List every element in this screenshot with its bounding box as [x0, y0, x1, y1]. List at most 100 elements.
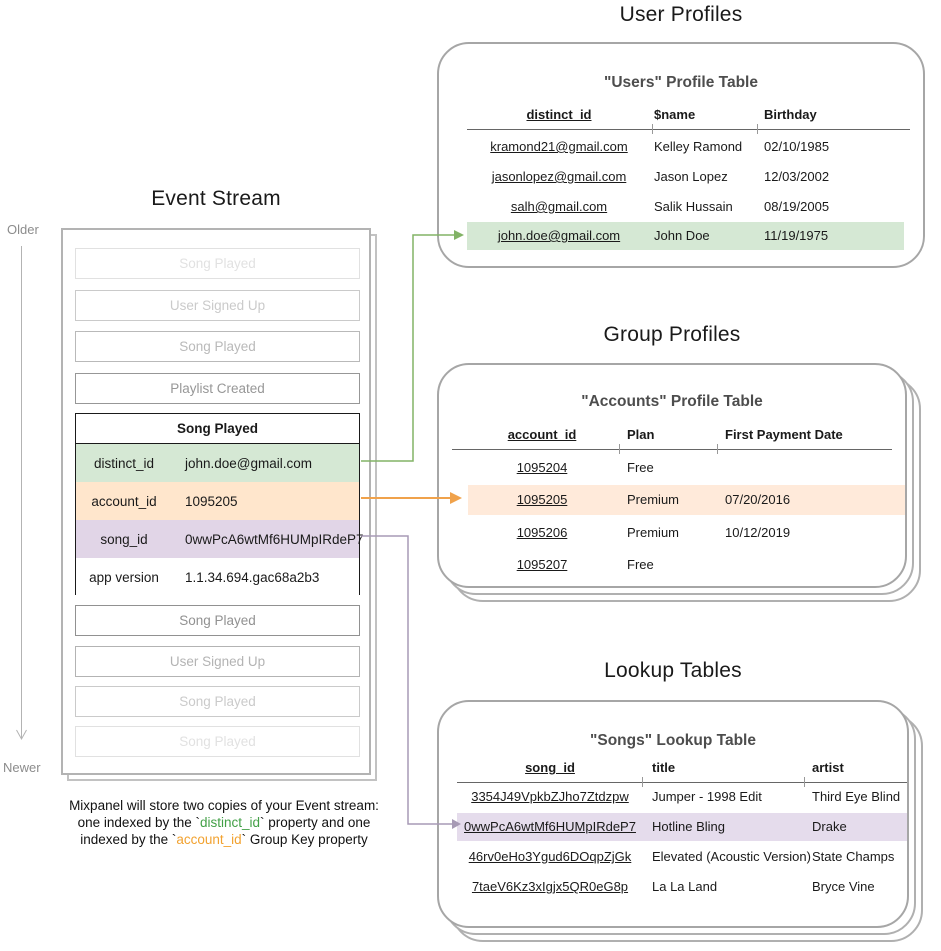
table-cell: 3354J49VpkbZJho7Ztdzpw [471, 789, 629, 804]
event-box: Song Played [75, 331, 360, 362]
event-label: Song Played [179, 613, 256, 628]
column-divider-tick [804, 777, 805, 787]
column-header-distinct-id: distinct_id [526, 107, 592, 122]
table-cell: jasonlopez@gmail.com [491, 169, 627, 184]
event-box: Song Played [75, 726, 360, 757]
column-header-first-payment-date: First Payment Date [725, 427, 843, 442]
event-property-row: app version 1.1.34.694.gac68a2b3 [76, 558, 359, 596]
table-cell: 0wwPcA6wtMf6HUMpIRdeP7 [464, 819, 636, 834]
column-divider-tick [652, 124, 653, 134]
table-cell: 11/19/1975 [764, 228, 829, 243]
table-cell: 1095206 [516, 525, 568, 540]
table-row: 1095207 Free [439, 551, 905, 579]
event-property-row: account_id 1095205 [76, 482, 359, 520]
user-profiles-title: User Profiles [619, 3, 743, 26]
accounts-table-title: "Accounts" Profile Table [581, 393, 763, 410]
property-key: distinct_id [93, 455, 155, 471]
table-row: kramond21@gmail.com Kelley Ramond 02/10/… [439, 133, 923, 161]
table-cell: Free [627, 557, 654, 572]
caption-line-1: Mixpanel will store two copies of your E… [69, 798, 379, 813]
table-cell: Premium [627, 492, 680, 507]
property-key: app version [89, 569, 159, 585]
timeline-arrowhead-icon [16, 729, 27, 741]
table-cell: Free [627, 460, 654, 475]
event-box: User Signed Up [75, 646, 360, 677]
property-value: john.doe@gmail.com [185, 455, 313, 471]
event-stream-title: Event Stream [151, 187, 281, 210]
caption-distinct-id-keyword: distinct_id [199, 815, 261, 830]
event-detail-card: Song Played distinct_id john.doe@gmail.c… [75, 413, 364, 596]
songs-table-header: song_id title artist [439, 759, 907, 777]
table-cell: Kelley Ramond [654, 139, 743, 154]
songs-lookup-card: "Songs" Lookup Table song_id title artis… [437, 700, 909, 928]
table-row: 1095204 Free [439, 454, 905, 482]
event-label: User Signed Up [169, 654, 266, 669]
table-cell: john.doe@gmail.com [497, 228, 621, 243]
caption-line-2: one indexed by the `distinct_id` propert… [28, 814, 420, 831]
table-row-highlighted: john.doe@gmail.com John Doe 11/19/1975 [439, 222, 923, 250]
accounts-profile-card: "Accounts" Profile Table account_id Plan… [437, 363, 907, 588]
property-key: song_id [100, 531, 148, 547]
event-label: Song Played [179, 256, 256, 271]
group-profiles-title: Group Profiles [603, 323, 741, 346]
event-label: Playlist Created [170, 381, 265, 396]
table-cell: salh@gmail.com [510, 199, 608, 214]
table-cell: Salik Hussain [654, 199, 733, 214]
highlighted-row-background [457, 813, 907, 841]
table-row: 1095206 Premium 10/12/2019 [439, 519, 905, 547]
event-label: Song Played [179, 339, 256, 354]
table-row-highlighted: 1095205 Premium 07/20/2016 [439, 486, 905, 514]
highlighted-row-background [468, 485, 905, 515]
event-box: Song Played [75, 248, 360, 279]
event-label: Song Played [179, 734, 256, 749]
header-separator [467, 129, 910, 130]
event-stream-panel: Song Played User Signed Up Song Played P… [61, 228, 371, 775]
table-cell: La La Land [652, 879, 718, 894]
table-row: 7taeV6Kz3xIgjx5QR0eG8p La La Land Bryce … [439, 873, 907, 901]
caption-text-segment: ` Group Key property [241, 832, 368, 847]
column-divider-tick [619, 444, 620, 454]
table-cell: Jason Lopez [654, 169, 728, 184]
event-label: Song Played [179, 694, 256, 709]
table-cell: 7taeV6Kz3xIgjx5QR0eG8p [471, 879, 629, 894]
table-cell: Premium [627, 525, 680, 540]
songs-table-title: "Songs" Lookup Table [590, 732, 756, 749]
caption-line-3: indexed by the `account_id` Group Key pr… [28, 831, 420, 848]
property-value: 1095205 [185, 493, 238, 509]
table-cell: kramond21@gmail.com [490, 139, 628, 154]
table-cell: 12/03/2002 [764, 169, 830, 184]
table-cell: State Champs [812, 849, 895, 864]
users-table-header: distinct_id $name Birthday [439, 106, 923, 124]
table-row: jasonlopez@gmail.com Jason Lopez 12/03/2… [439, 163, 923, 191]
caption-text-segment: one indexed by the ` [77, 815, 200, 830]
highlighted-row-background [467, 222, 904, 250]
users-table-title: "Users" Profile Table [604, 74, 758, 91]
column-header-plan: Plan [627, 427, 655, 442]
property-value: 0wwPcA6wtMf6HUMpIRdeP7 [185, 531, 364, 547]
table-cell: Hotline Bling [652, 819, 725, 834]
table-cell: 02/10/1985 [764, 139, 830, 154]
accounts-table-header: account_id Plan First Payment Date [439, 426, 905, 444]
table-cell: Bryce Vine [812, 879, 875, 894]
column-divider-tick [642, 777, 643, 787]
table-cell: Drake [812, 819, 847, 834]
older-label: Older [7, 222, 39, 237]
event-card-header: Song Played [76, 414, 359, 444]
caption-text-segment: ` property and one [260, 815, 371, 830]
property-value: 1.1.34.694.gac68a2b3 [185, 569, 320, 585]
table-row: 3354J49VpkbZJho7Ztdzpw Jumper - 1998 Edi… [439, 783, 907, 811]
event-property-row: song_id 0wwPcA6wtMf6HUMpIRdeP7 [76, 520, 364, 558]
table-cell: Elevated (Acoustic Version) [652, 849, 811, 864]
table-row-highlighted: 0wwPcA6wtMf6HUMpIRdeP7 Hotline Bling Dra… [439, 813, 907, 841]
event-property-row: distinct_id john.doe@gmail.com [76, 444, 359, 482]
event-box: Song Played [75, 686, 360, 717]
lookup-tables-title: Lookup Tables [604, 659, 742, 682]
table-cell: 10/12/2019 [725, 525, 791, 540]
table-cell: 1095205 [516, 492, 568, 507]
table-cell: 08/19/2005 [764, 199, 830, 214]
event-box: Song Played [75, 605, 360, 636]
event-label: User Signed Up [169, 298, 266, 313]
column-header-artist: artist [812, 760, 844, 775]
column-divider-tick [717, 444, 718, 454]
table-cell: Third Eye Blind [812, 789, 901, 804]
